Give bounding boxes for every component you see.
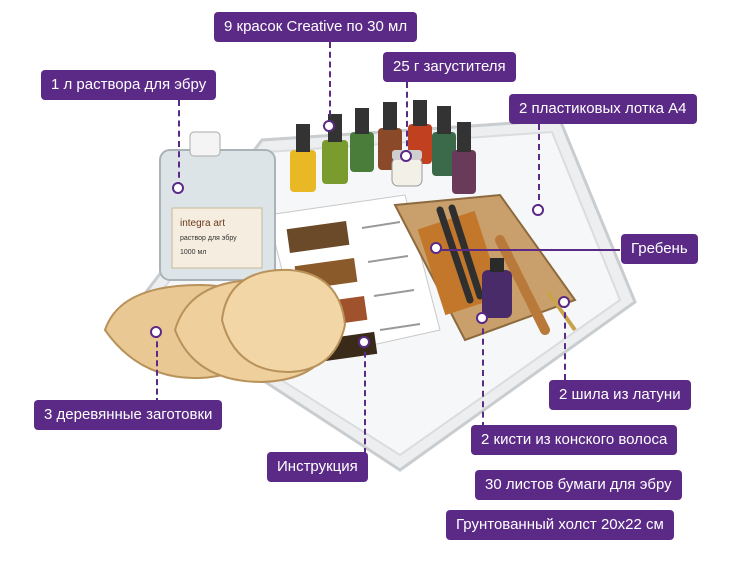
wood-label: 3 деревянные заготовки	[34, 400, 223, 430]
awls-label: 2 шила из латуни	[549, 380, 691, 410]
comb-label: Гребень	[621, 234, 698, 264]
bottle-brand-text: integra art	[180, 218, 225, 229]
thickener-leader	[406, 82, 408, 156]
canvas-label: Грунтованный холст 20х22 см	[446, 510, 674, 540]
paints-label: 9 красок Creative по 30 мл	[214, 12, 418, 42]
wood-leader	[156, 332, 158, 404]
thickener-marker	[400, 150, 412, 162]
solution-marker	[172, 182, 184, 194]
solution-leader	[178, 100, 180, 188]
wooden-blanks	[103, 268, 347, 384]
bottle-caption-text: раствор для эбру	[180, 234, 237, 242]
instruction-leader	[364, 342, 366, 454]
trays-marker	[532, 204, 544, 216]
bottle-volume-text: 1000 мл	[180, 249, 206, 256]
comb-leader	[436, 249, 620, 251]
wood-marker	[150, 326, 162, 338]
solution-label: 1 л раствора для эбру	[41, 70, 217, 100]
comb-marker	[430, 242, 442, 254]
paints-leader	[329, 42, 331, 126]
paint-bottles	[290, 100, 476, 194]
thickener-label: 25 г загустителя	[383, 52, 516, 82]
tool-box	[393, 193, 577, 342]
paper-label: 30 листов бумаги для эбру	[475, 470, 682, 500]
paints-marker	[323, 120, 335, 132]
solution-bottle: integra art раствор для эбру 1000 мл	[159, 131, 276, 281]
trays-label: 2 пластиковых лотка А4	[509, 94, 697, 124]
instruction-marker	[358, 336, 370, 348]
trays-leader	[538, 124, 540, 210]
brushes-leader	[482, 318, 484, 428]
awls-marker	[558, 296, 570, 308]
brushes-marker	[476, 312, 488, 324]
instruction-label: Инструкция	[267, 452, 368, 482]
brushes-label: 2 кисти из конского волоса	[471, 425, 678, 455]
awls-leader	[564, 302, 566, 380]
